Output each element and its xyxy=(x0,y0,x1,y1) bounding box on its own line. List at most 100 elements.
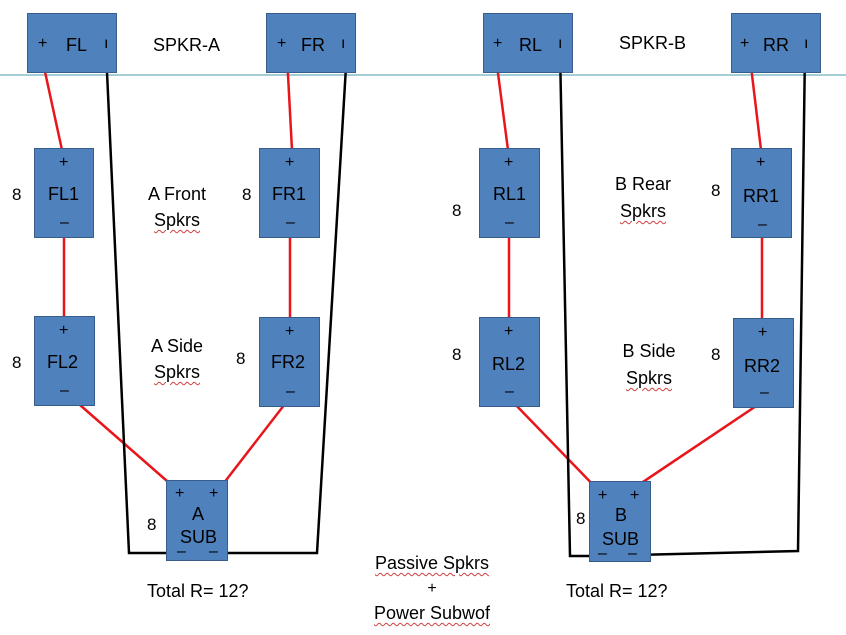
plus-sign: + xyxy=(175,485,185,502)
caption-b-side-line2: Spkrs xyxy=(625,368,672,388)
rr1-impedance: 8 xyxy=(711,181,721,200)
plus-sign: + xyxy=(59,322,69,339)
subwoofer-a: + + A SUB – – xyxy=(166,480,228,561)
minus-sign: – xyxy=(598,545,607,562)
minus-sign: – xyxy=(60,382,69,399)
caption-a-side-line1: A Side xyxy=(150,336,204,356)
amp-fr-label: FR xyxy=(301,35,325,55)
minus-sign: ı xyxy=(804,35,809,52)
minus-sign: ı xyxy=(104,35,109,52)
wire-rr-minus xyxy=(633,49,807,557)
speaker-rl1: + RL1 – xyxy=(479,148,540,238)
caption-b-side-line1: B Side xyxy=(622,341,676,361)
minus-sign: – xyxy=(286,383,295,400)
amp-fl-label: FL xyxy=(66,35,88,55)
wire-fl-plus xyxy=(40,57,64,151)
wire-fr-minus xyxy=(219,49,349,555)
speaker-rr1: + RR1 – xyxy=(731,148,792,238)
plus-sign: + xyxy=(285,154,295,171)
plus-sign: + xyxy=(504,154,514,171)
wire-fl-minus xyxy=(104,49,183,555)
subwoofer-a-line1: A xyxy=(192,504,205,524)
minus-sign: – xyxy=(505,383,514,400)
speaker-fl1-label: FL1 xyxy=(48,184,80,204)
footer-line1: Passive Spkrs xyxy=(374,553,490,573)
wire-rl-plus xyxy=(494,57,510,151)
amp-fr-terminal: + FR ı xyxy=(266,13,356,73)
minus-sign: ı xyxy=(341,35,346,52)
plus-sign: + xyxy=(758,324,768,341)
caption-a-front-line1: A Front xyxy=(147,184,207,204)
caption-a-front: A Front Spkrs xyxy=(137,183,217,231)
caption-b-rear: B Rear Spkrs xyxy=(603,173,683,222)
plus-sign: + xyxy=(598,487,608,504)
subwoofer-a-line2: SUB xyxy=(180,527,218,547)
fl2-impedance: 8 xyxy=(12,353,22,372)
wire-rr2-bsub xyxy=(630,398,766,492)
speaker-rl2-label: RL2 xyxy=(492,354,526,374)
caption-b-rear-line1: B Rear xyxy=(614,174,672,194)
subwoofer-b-line1: B xyxy=(615,505,628,525)
plus-sign: + xyxy=(209,485,219,502)
footer-line3: Power Subwof xyxy=(373,603,491,623)
fr1-impedance: 8 xyxy=(242,185,252,204)
speaker-fr2-label: FR2 xyxy=(271,352,306,372)
caption-a-side-line2: Spkrs xyxy=(153,362,200,382)
plus-sign: + xyxy=(493,35,503,52)
amp-rr-terminal: + RR ı xyxy=(731,13,821,73)
subwoofer-b: + + B SUB – – xyxy=(589,481,651,562)
asub-impedance: 8 xyxy=(147,515,157,534)
speaker-rr1-label: RR1 xyxy=(743,186,780,206)
minus-sign: – xyxy=(209,543,218,560)
subwoofer-a-total: Total R= 12? xyxy=(147,581,249,601)
amp-a-title: SPKR-A xyxy=(153,35,221,55)
footer-note: Passive Spkrs + Power Subwof xyxy=(352,551,512,626)
caption-b-side: B Side Spkrs xyxy=(609,340,689,389)
minus-sign: – xyxy=(60,214,69,231)
minus-sign: – xyxy=(505,214,514,231)
footer-line2: + xyxy=(427,580,437,597)
wire-rr-plus xyxy=(748,57,763,151)
minus-sign: – xyxy=(177,543,186,560)
wire-fl2-asub xyxy=(71,397,184,496)
speaker-fl2-label: FL2 xyxy=(47,352,79,372)
wire-rl-minus xyxy=(558,49,598,558)
fr2-impedance: 8 xyxy=(236,349,246,368)
amp-rl-label: RL xyxy=(519,35,543,55)
plus-sign: + xyxy=(38,35,48,52)
minus-sign: – xyxy=(286,214,295,231)
speaker-rr2: + RR2 – xyxy=(733,318,794,408)
caption-a-side: A Side Spkrs xyxy=(137,335,217,383)
fl1-impedance: 8 xyxy=(12,185,22,204)
speaker-rl1-label: RL1 xyxy=(493,184,527,204)
speaker-fr2: + FR2 – xyxy=(259,317,320,407)
amp-rl-terminal: + RL ı xyxy=(483,13,573,73)
speaker-fr1-label: FR1 xyxy=(272,184,307,204)
subwoofer-b-total: Total R= 12? xyxy=(566,581,668,601)
plus-sign: + xyxy=(756,154,766,171)
minus-sign: ı xyxy=(558,35,563,52)
plus-sign: + xyxy=(504,323,514,340)
wire-fr2-asub xyxy=(219,399,289,489)
speaker-fl2: + FL2 – xyxy=(34,316,95,406)
subwoofer-b-line2: SUB xyxy=(602,529,640,549)
plus-sign: + xyxy=(740,35,750,52)
amp-rr-label: RR xyxy=(763,35,789,55)
bsub-impedance: 8 xyxy=(576,509,586,528)
plus-sign: + xyxy=(59,154,69,171)
amp-fl-terminal: + FL ı xyxy=(27,13,117,73)
speaker-fl1: + FL1 – xyxy=(34,148,94,238)
plus-sign: + xyxy=(285,323,295,340)
minus-sign: – xyxy=(758,216,767,233)
rl1-impedance: 8 xyxy=(452,201,462,220)
speaker-fr1: + FR1 – xyxy=(259,148,320,238)
wire-rl2-bsub xyxy=(510,399,602,494)
speaker-rl2: + RL2 – xyxy=(479,317,540,407)
plus-sign: + xyxy=(277,35,287,52)
plus-sign: + xyxy=(630,487,640,504)
rl2-impedance: 8 xyxy=(452,345,462,364)
rr2-impedance: 8 xyxy=(711,345,721,364)
minus-sign: – xyxy=(628,545,637,562)
caption-a-front-line2: Spkrs xyxy=(153,210,200,230)
